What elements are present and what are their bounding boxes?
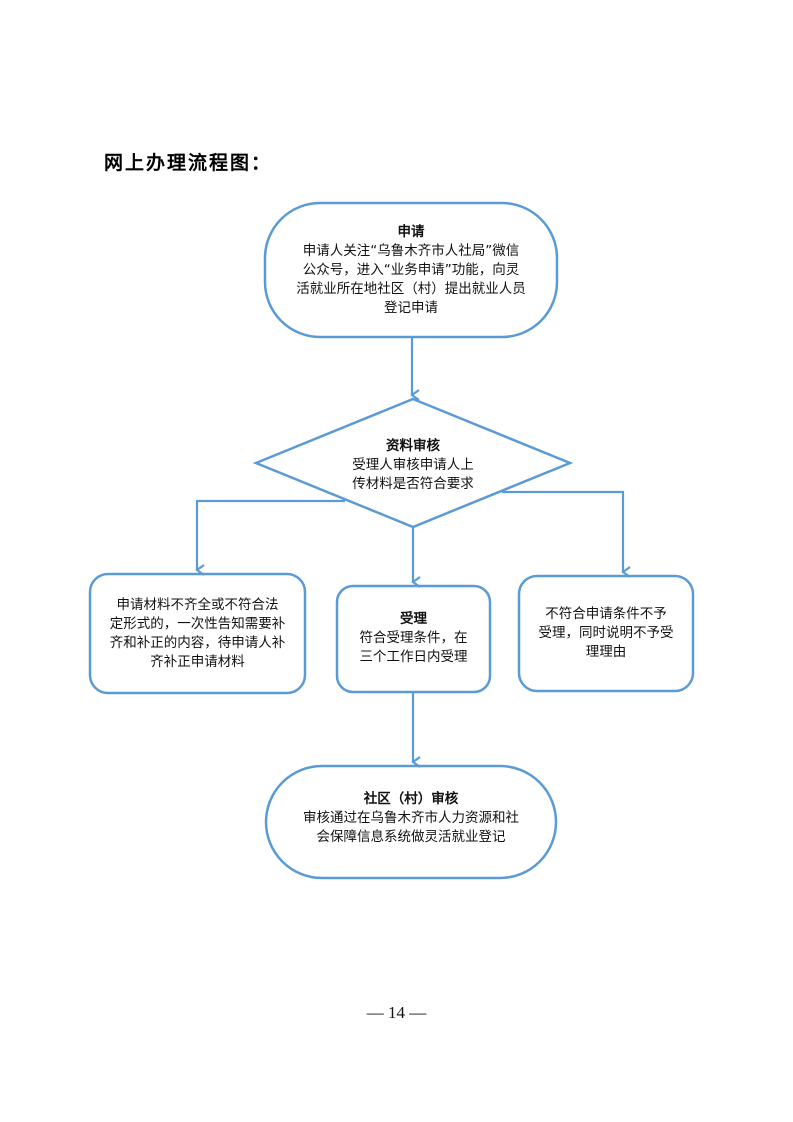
node-accept: 受理 符合受理条件，在 三个工作日内受理 [337,610,490,667]
node-accept-body: 符合受理条件，在 三个工作日内受理 [359,630,468,665]
node-apply: 申请 申请人关注“乌鲁木齐市人社局”微信 公众号，进入“业务申请”功能，向灵 活… [265,223,557,318]
node-community-title: 社区（村）审核 [363,791,459,807]
node-review-body: 受理人审核申请人上 传材料是否符合要求 [352,457,474,492]
node-community: 社区（村）审核 审核通过在乌鲁木齐市人力资源和社 会保障信息系统做灵活就业登记 [266,790,556,847]
node-community-shape [264,764,558,880]
node-accept-title: 受理 [400,611,427,627]
node-apply-body: 申请人关注“乌鲁木齐市人社局”微信 公众号，进入“业务申请”功能，向灵 活就业所… [296,243,526,316]
node-incomplete-body: 申请材料不齐全或不符合法 定形式的，一次性告知需要补 齐和补正的内容，待申请人补… [109,597,286,670]
edge-review-to-reject [502,490,631,578]
node-apply-title: 申请 [397,224,425,240]
node-review-title: 资料审核 [386,438,440,454]
node-community-body: 审核通过在乌鲁木齐市人力资源和社 会保障信息系统做灵活就业登记 [303,810,519,845]
page-number: — 14 — [366,1003,427,1022]
node-review: 资料审核 受理人审核申请人上 传材料是否符合要求 [300,437,526,494]
node-reject-shape [517,574,695,693]
page-heading: 网上办理流程图： [104,152,273,174]
node-incomplete: 申请材料不齐全或不符合法 定形式的，一次性告知需要补 齐和补正的内容，待申请人补… [90,596,305,672]
edge-review-to-incomplete [195,499,345,576]
node-reject-body: 不符合申请条件不予 受理，同时说明不予受 理理由 [538,606,674,660]
node-reject: 不符合申请条件不予 受理，同时说明不予受 理理由 [519,605,693,662]
